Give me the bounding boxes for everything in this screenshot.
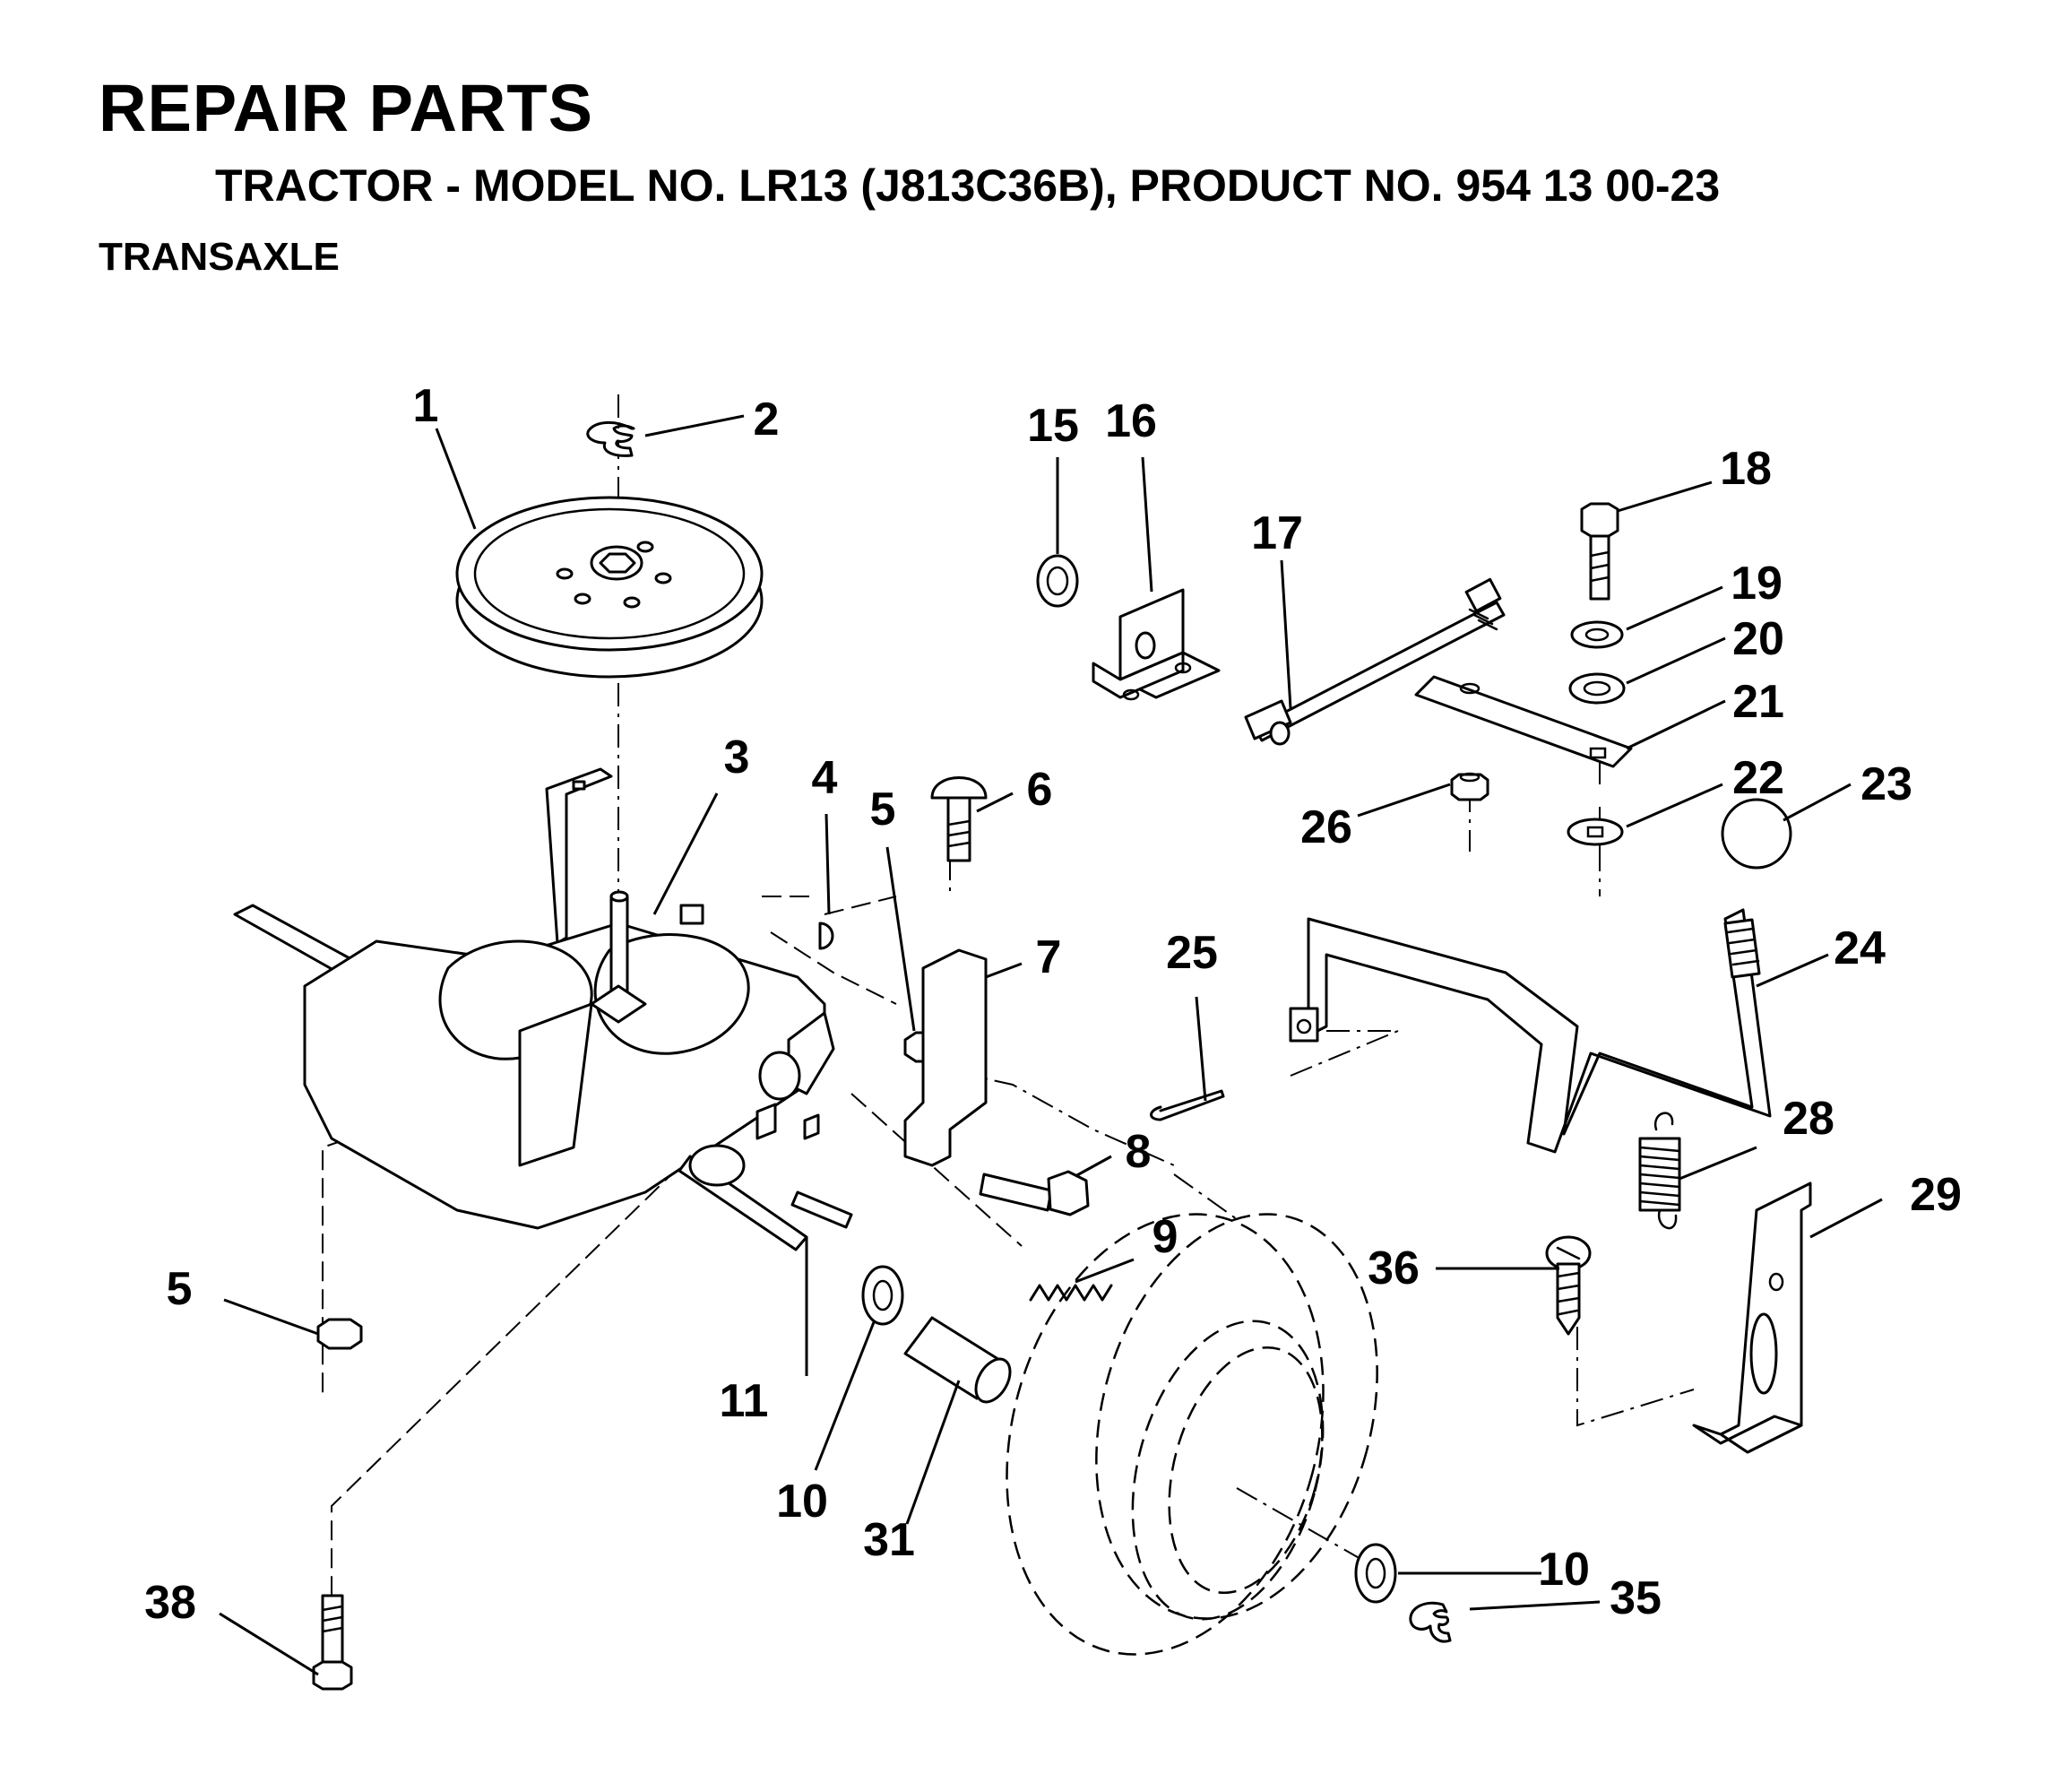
e-clip-wheel [1409,1601,1452,1643]
callout-36: 36 [1368,1242,1420,1294]
shift-lever [1289,908,1772,1154]
callout-22: 22 [1732,752,1784,804]
callout-2: 2 [754,394,780,446]
page-subtitle: TRACTOR - MODEL NO. LR13 (J813C36B), PRO… [215,160,1721,211]
callout-6: 6 [1027,764,1053,816]
carriage-bolt [930,776,988,862]
callout-10-wheel: 10 [1538,1544,1590,1596]
callout-7: 7 [1036,931,1062,983]
callout-labels: 1 2 3 4 5 5 6 7 8 9 10 10 11 15 16 17 18… [144,380,1962,1629]
hex-nut-26 [1450,772,1489,801]
callout-17: 17 [1251,507,1303,559]
washer-axle [861,1265,904,1326]
callout-4: 4 [812,752,838,804]
e-clip-top [586,421,635,457]
hex-bolt-bottom [312,1594,353,1691]
link-bar [1414,675,1633,768]
leader-lines [219,414,1883,1676]
screw [1545,1235,1592,1336]
callout-28: 28 [1783,1093,1835,1145]
callout-1: 1 [413,380,439,432]
hex-nut-lower [316,1318,363,1350]
hex-bolt-top [1580,502,1619,601]
callout-26: 26 [1300,801,1352,853]
pulley [455,496,764,679]
callout-18: 18 [1720,443,1772,495]
washer-20 [1568,672,1626,705]
callout-11: 11 [720,1375,769,1427]
cotter-pin [1150,1089,1225,1121]
washer-top [1036,554,1079,608]
callout-10-axle: 10 [776,1476,828,1528]
washer-19 [1570,620,1624,649]
callout-15: 15 [1027,400,1079,452]
callout-35: 35 [1610,1572,1662,1624]
callout-25: 25 [1166,927,1218,979]
callout-38: 38 [144,1577,196,1629]
spring-bracket [1692,1181,1812,1454]
callout-5-lower: 5 [167,1263,193,1315]
hex-bolt [979,1170,1090,1216]
callout-20: 20 [1732,613,1784,665]
callout-9: 9 [1153,1211,1178,1263]
control-rod [1244,577,1506,746]
callout-19: 19 [1731,558,1783,610]
callout-23: 23 [1860,758,1912,810]
callout-3: 3 [724,731,750,783]
callout-24: 24 [1834,922,1886,974]
callout-8: 8 [1126,1126,1152,1178]
knob [1721,798,1792,870]
alignment-lines [322,394,1695,1596]
section-title: TRANSAXLE [99,235,340,279]
wheel-phantom [1006,1213,1378,1656]
washer-wheel [1354,1543,1397,1604]
callout-29: 29 [1910,1169,1962,1221]
callout-21: 21 [1732,676,1784,728]
washer-22 [1567,818,1624,846]
coil-spring [1638,1112,1681,1230]
callout-31: 31 [863,1514,915,1566]
angle-bracket [1092,588,1221,701]
callout-16: 16 [1105,395,1157,447]
coil-spring-small [1029,1284,1113,1302]
bracket [903,948,988,1167]
woodruff-key [818,922,834,950]
transaxle-assembly [233,767,835,1251]
page-title: REPAIR PARTS [99,71,593,145]
callout-5-upper: 5 [870,783,896,835]
square-key [790,1190,853,1229]
spacer-sleeve [903,1316,1012,1404]
